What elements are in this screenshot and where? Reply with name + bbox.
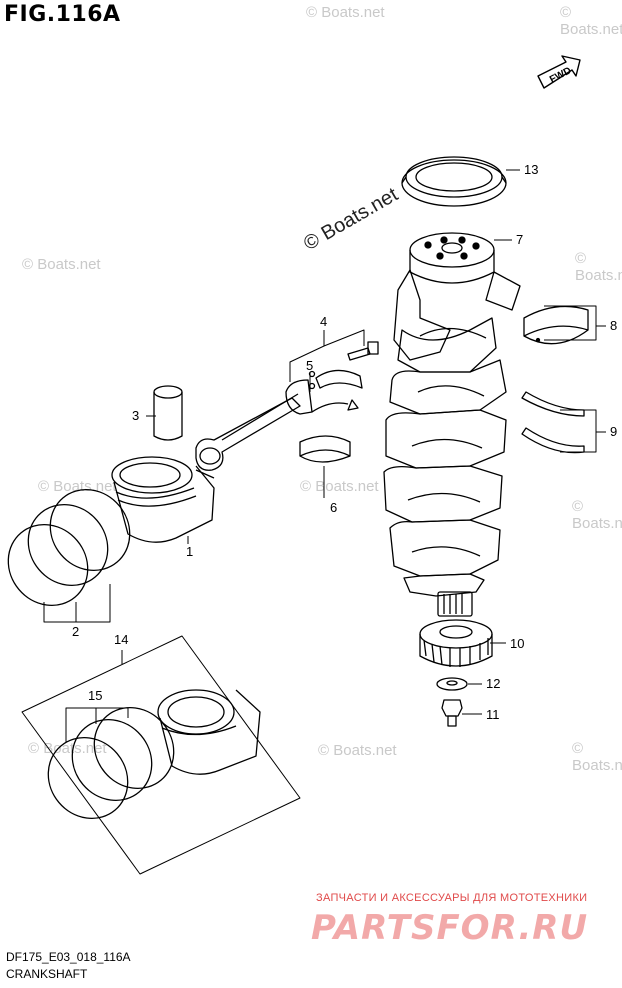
part-3-piston-pin [153, 385, 183, 441]
diagram-code: DF175_E03_018_116A [6, 950, 131, 964]
callout-5: 5 [306, 358, 313, 373]
part-11-bolt [441, 699, 463, 727]
callout-3: 3 [132, 408, 139, 423]
part-10-crank-gear [419, 619, 493, 667]
callout-15: 15 [88, 688, 102, 703]
part-13-oil-seal [401, 156, 507, 207]
callout-11: 11 [486, 707, 500, 722]
watermark: © Boats.net [22, 256, 101, 273]
watermark: © Boats.net [572, 740, 622, 774]
watermark: © Boats.net [306, 4, 385, 21]
fwd-arrow-icon: FWD [537, 55, 581, 89]
con-rod-bolt [347, 341, 379, 361]
part-9-thrust-washers [521, 391, 585, 454]
callout-10: 10 [510, 636, 524, 651]
advert-tagline: ЗАПЧАСТИ И АКСЕССУАРЫ ДЛЯ МОТОТЕХНИКИ [316, 892, 588, 904]
diagram-subtitle: CRANKSHAFT [6, 967, 88, 981]
part-15-piston-rings [47, 706, 175, 820]
callout-4: 4 [320, 314, 327, 329]
callout-6: 6 [330, 500, 337, 515]
part-12-washer [436, 677, 468, 691]
callout-1: 1 [186, 544, 193, 559]
part-14-piston-kit-box [21, 635, 301, 875]
advert-logo: PARTSFOR.RU [311, 908, 589, 948]
figure-title: FIG.116A [4, 2, 121, 27]
part-4-connecting-rod [195, 341, 379, 471]
callout-labels: 1 2 3 4 5 6 7 8 9 10 11 12 13 14 15 [72, 162, 617, 722]
watermark: © Boats.net [572, 498, 622, 532]
watermark: © Boats.net [28, 740, 107, 757]
callout-7: 7 [516, 232, 523, 247]
callout-13: 13 [524, 162, 538, 177]
watermark: © Boats.net [318, 742, 397, 759]
leader-lines [43, 169, 606, 742]
part-8-main-bearing-upper [523, 305, 589, 345]
watermark: © Boats.net [575, 250, 622, 284]
part-2-piston-rings [7, 488, 131, 607]
part-7-crankshaft [383, 232, 521, 617]
watermark: © Boats.net [560, 4, 622, 38]
callout-8: 8 [610, 318, 617, 333]
callout-12: 12 [486, 676, 500, 691]
part-1-piston [111, 456, 215, 543]
callout-9: 9 [610, 424, 617, 439]
part-6-conrod-bearing [299, 435, 351, 463]
watermark: © Boats.net [300, 478, 379, 495]
callout-2: 2 [72, 624, 79, 639]
callout-14: 14 [114, 632, 128, 647]
